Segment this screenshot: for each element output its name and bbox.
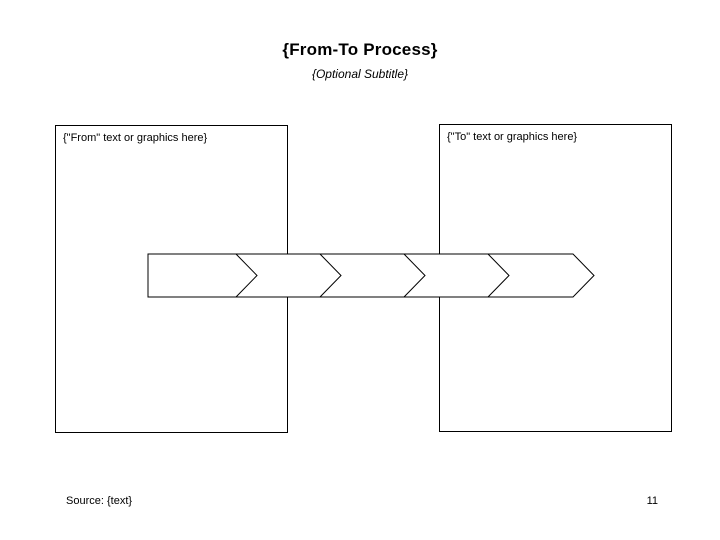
chevron-separator <box>319 253 342 298</box>
to-box-label: {"To" text or graphics here} <box>447 131 578 143</box>
source-note: Source: {text} <box>66 495 133 507</box>
process-arrow <box>147 253 595 298</box>
chevron-separator <box>487 253 510 298</box>
chevron-separator <box>235 253 258 298</box>
slide-subtitle: {Optional Subtitle} <box>311 67 409 81</box>
slide-title: {From-To Process} <box>282 40 438 59</box>
chevron-separator <box>403 253 426 298</box>
arrow-body <box>147 253 595 298</box>
from-box-label: {"From" text or graphics here} <box>63 132 208 144</box>
page-number: 11 <box>646 495 658 507</box>
